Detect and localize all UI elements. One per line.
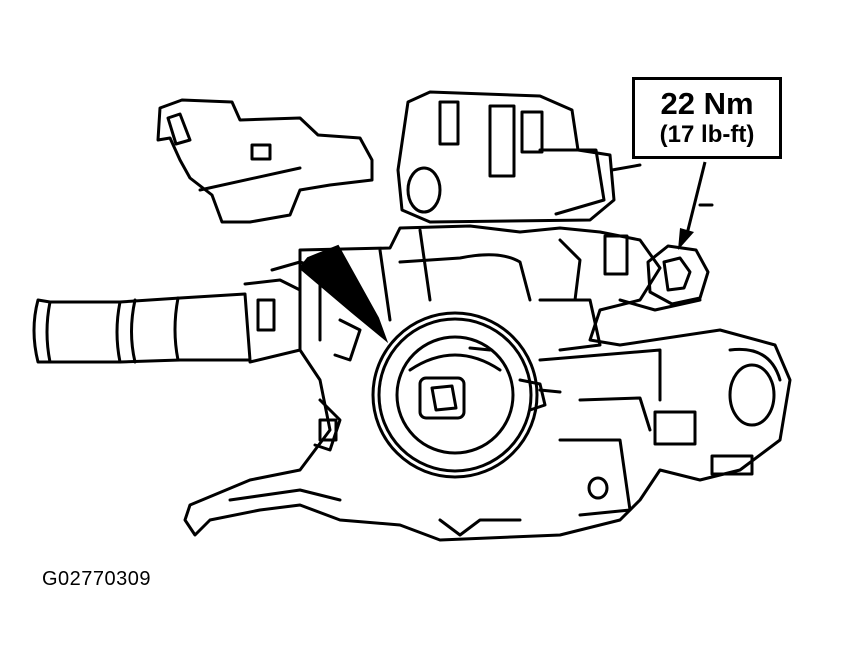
torque-nm-label: 22 Nm [660, 86, 754, 121]
mounting-bolt-icon [646, 244, 710, 306]
clock-spring-ring [371, 311, 562, 479]
column-shaft [32, 260, 322, 364]
torque-lbft-label: (17 lb-ft) [659, 121, 755, 148]
main-housing [183, 224, 792, 542]
top-switch-block [396, 90, 714, 224]
arrow-icon [298, 244, 389, 344]
leader-line-icon [678, 161, 707, 250]
figure-id: G02770309 [42, 568, 152, 590]
torque-callout: 22 Nm (17 lb-ft) [632, 77, 782, 159]
upper-bracket [156, 98, 374, 224]
